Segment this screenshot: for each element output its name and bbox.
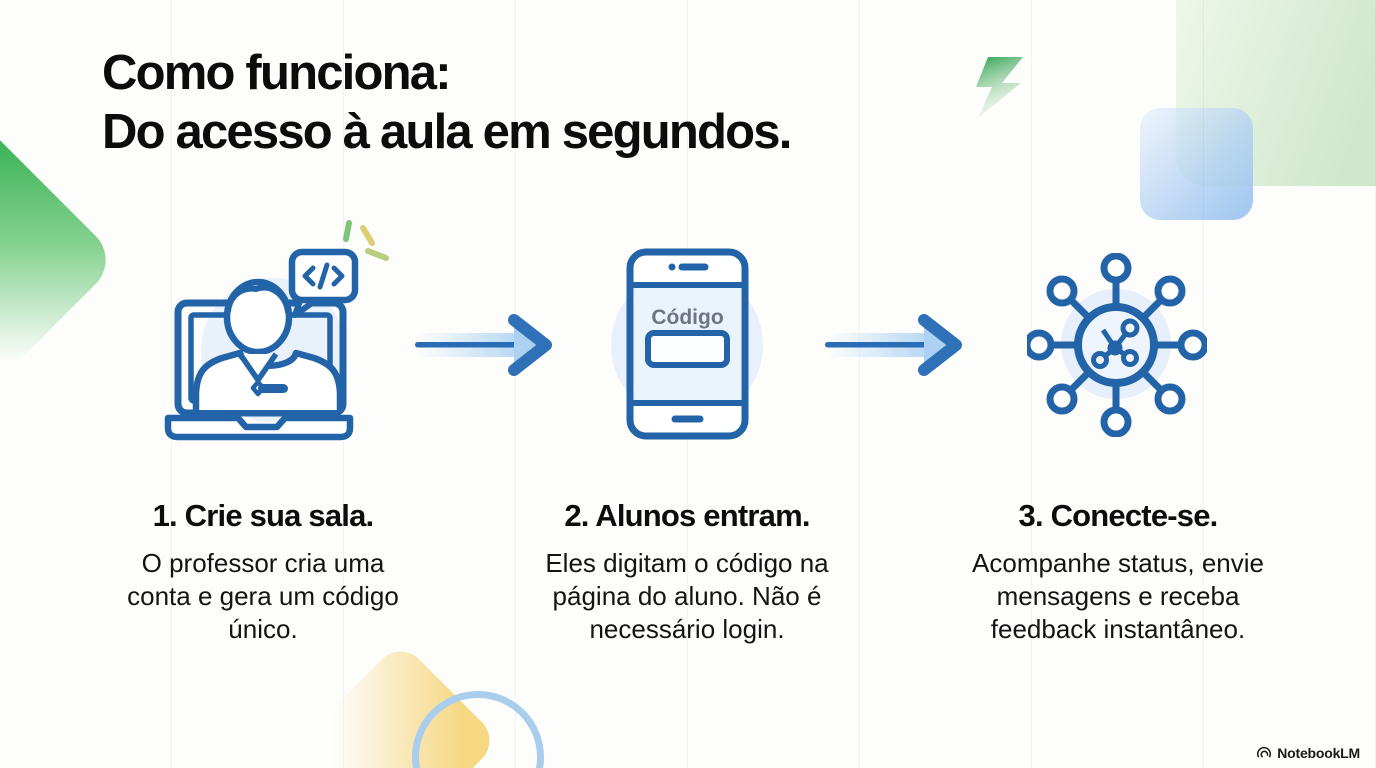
step-3-column: 3. Conecte-se. Acompanhe status, envie m…	[948, 498, 1288, 646]
molecule-icon	[1091, 318, 1140, 369]
arrow-right-icon	[415, 314, 552, 376]
blue-square-decoration	[1140, 108, 1253, 220]
phone-code-entry-icon	[611, 248, 763, 440]
title-line-1: Como funciona:	[102, 46, 452, 100]
step-1-description: O professor cria uma conta e gera um cód…	[127, 548, 399, 644]
code-icon	[302, 262, 345, 290]
brand-name: NotebookLM	[1277, 745, 1360, 761]
brand-watermark: NotebookLM	[1256, 745, 1360, 761]
lightning-flash-icon	[976, 57, 1023, 118]
title-line-2: Do acesso à aula em segundos.	[102, 105, 792, 159]
step-3-description: Acompanhe status, envie mensagens e rece…	[972, 548, 1264, 644]
step-2-description: Eles digitam o código na página do aluno…	[545, 548, 829, 644]
phone-code-label: Código	[651, 306, 724, 329]
notebooklm-logo-icon	[1257, 746, 1272, 757]
step-1-heading: 1. Crie sua sala.	[152, 498, 375, 533]
teacher-laptop-code-icon	[164, 220, 389, 441]
page-title: Como funciona: Do acesso à aula em segun…	[102, 44, 792, 162]
step-3-heading: 3. Conecte-se.	[1018, 498, 1219, 533]
step-2-column: 2. Alunos entram. Eles digitam o código …	[517, 498, 857, 646]
arrow-right-icon	[825, 314, 962, 376]
step-2-heading: 2. Alunos entram.	[564, 498, 810, 533]
code-input-field	[645, 330, 730, 368]
network-hub-icon	[1027, 253, 1207, 437]
step-1-column: 1. Crie sua sala. O professor cria uma c…	[93, 498, 433, 646]
